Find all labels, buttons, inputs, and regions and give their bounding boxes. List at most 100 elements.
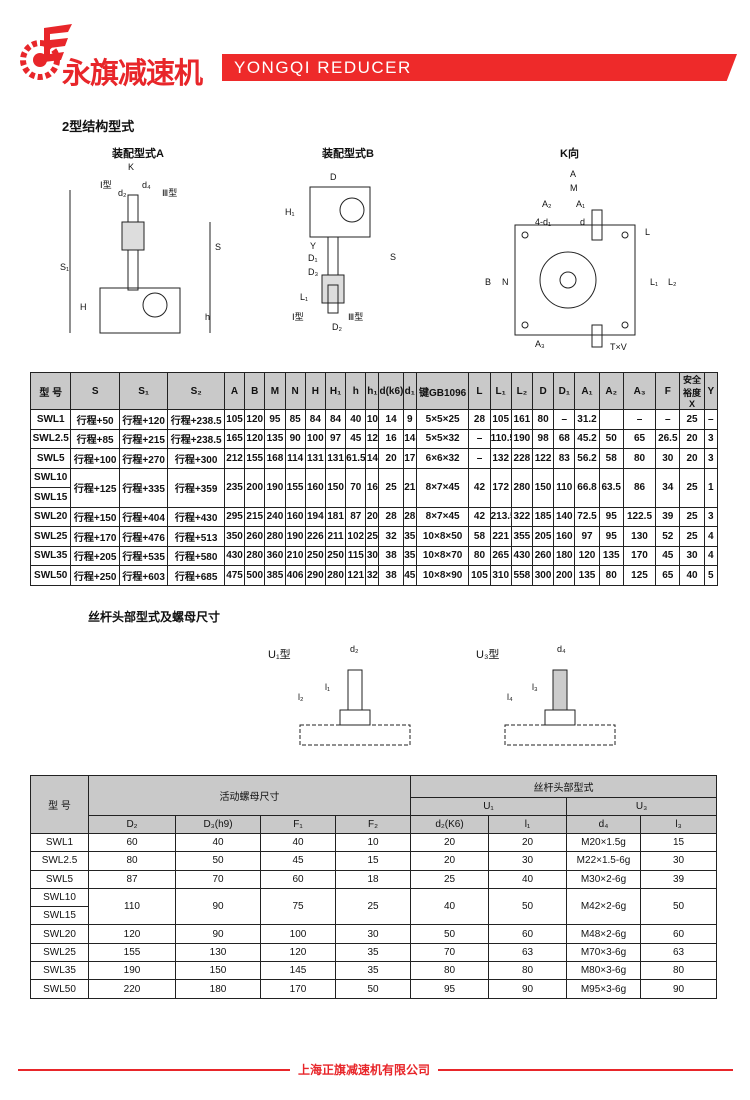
- column-header: A₁: [574, 372, 600, 410]
- value-cell: 行程+100: [70, 448, 120, 469]
- dimension-label: Y: [310, 241, 316, 251]
- value-cell: 122.5: [622, 506, 657, 527]
- dimension-label: S₁: [60, 262, 69, 272]
- column-header: L₁: [489, 372, 512, 410]
- dimension-label: d₂: [118, 188, 127, 198]
- value-cell: 5: [703, 565, 719, 586]
- value-cell: 行程+238.5: [167, 428, 225, 449]
- value-cell: 475: [223, 565, 246, 586]
- model-cell: SWL50: [30, 979, 89, 999]
- value-cell: 40: [679, 565, 705, 586]
- value-cell: 135: [264, 428, 286, 449]
- value-cell: 155: [88, 942, 176, 963]
- value-cell: 105: [489, 409, 512, 430]
- value-cell: 50: [640, 887, 717, 926]
- header-u1: U₁: [410, 797, 567, 816]
- value-cell: 95: [264, 409, 286, 430]
- value-cell: 280: [244, 545, 266, 566]
- value-cell: 131: [304, 448, 326, 469]
- value-cell: 190: [510, 428, 533, 449]
- value-cell: 205: [531, 526, 555, 547]
- value-cell: 110: [553, 467, 576, 508]
- column-header: D: [531, 372, 555, 410]
- value-cell: 10: [365, 409, 380, 430]
- value-cell: 190: [284, 526, 306, 547]
- value-cell: 70: [175, 869, 261, 889]
- value-cell: 84: [324, 409, 347, 430]
- diagram-title-a: 装配型式A: [112, 148, 164, 160]
- value-cell: –: [622, 409, 657, 430]
- column-header: S₁: [118, 372, 169, 410]
- dimension-label: L₁: [300, 292, 308, 302]
- value-cell: 63: [488, 942, 567, 963]
- value-cell: 20: [679, 428, 705, 449]
- value-cell: 70: [410, 942, 489, 963]
- dimension-label: Ⅰ型: [292, 312, 304, 322]
- value-cell: 40: [345, 409, 367, 430]
- diagram-title-b: 装配型式B: [322, 148, 374, 160]
- value-cell: 3: [703, 506, 719, 527]
- value-cell: 6×6×32: [415, 448, 470, 469]
- value-cell: 行程+404: [118, 506, 169, 527]
- brand-name-en: YONGQI REDUCER: [234, 58, 412, 77]
- value-cell: 28: [378, 506, 404, 527]
- value-cell: 180: [553, 545, 576, 566]
- value-cell: 213.5: [489, 506, 512, 527]
- column-header: d(k6): [378, 372, 404, 410]
- column-header: S₂: [167, 372, 225, 410]
- value-cell: 85: [284, 409, 306, 430]
- model-cell: SWL1: [29, 409, 72, 430]
- value-cell: –: [468, 448, 491, 469]
- value-cell: 280: [324, 565, 347, 586]
- value-cell: 行程+85: [70, 428, 120, 449]
- value-cell: 50: [410, 924, 489, 944]
- value-cell: 15: [335, 851, 411, 871]
- column-header: d₄: [566, 815, 641, 834]
- column-header: D₁: [553, 372, 576, 410]
- brand-logo: [20, 24, 72, 80]
- value-cell: 20: [365, 506, 380, 527]
- column-header: F₁: [260, 815, 336, 834]
- value-cell: 194: [304, 506, 326, 527]
- value-cell: 14: [365, 448, 380, 469]
- value-cell: 190: [88, 961, 176, 981]
- value-cell: 406: [284, 565, 306, 586]
- value-cell: 25: [679, 526, 705, 547]
- value-cell: 310: [489, 565, 512, 586]
- value-cell: 行程+513: [167, 526, 225, 547]
- value-cell: 45: [345, 428, 367, 449]
- value-cell: 63: [640, 942, 717, 963]
- column-header: F₂: [335, 815, 411, 834]
- model-cell: SWL5: [30, 869, 89, 889]
- u3-title: U₃型: [476, 649, 500, 661]
- value-cell: 226: [304, 526, 326, 547]
- model-cell: SWL2.5: [30, 851, 89, 871]
- section-title-screw-head: 丝杆头部型式及螺母尺寸: [88, 610, 221, 624]
- model-cell: SWL25: [29, 526, 72, 547]
- dimension-label: A₃: [535, 339, 545, 349]
- dimension-label: D: [330, 172, 337, 182]
- column-header: d₁: [402, 372, 417, 410]
- value-cell: 25: [378, 467, 404, 508]
- value-cell: M80×3-6g: [566, 961, 641, 981]
- value-cell: 42: [468, 506, 491, 527]
- column-header: A₂: [598, 372, 624, 410]
- value-cell: 行程+215: [118, 428, 169, 449]
- value-cell: 14: [378, 409, 404, 430]
- column-header: F: [655, 372, 681, 410]
- dimension-label: M: [570, 183, 578, 193]
- value-cell: 16: [365, 467, 380, 508]
- model-cell: SWL5: [29, 448, 72, 469]
- value-cell: 185: [531, 506, 555, 527]
- value-cell: 98: [531, 428, 555, 449]
- value-cell: 190: [264, 467, 286, 508]
- value-cell: 300: [531, 565, 555, 586]
- value-cell: 90: [175, 924, 261, 944]
- value-cell: 4: [703, 526, 719, 547]
- value-cell: 35: [402, 545, 417, 566]
- value-cell: 4: [703, 545, 719, 566]
- value-cell: 行程+430: [167, 506, 225, 527]
